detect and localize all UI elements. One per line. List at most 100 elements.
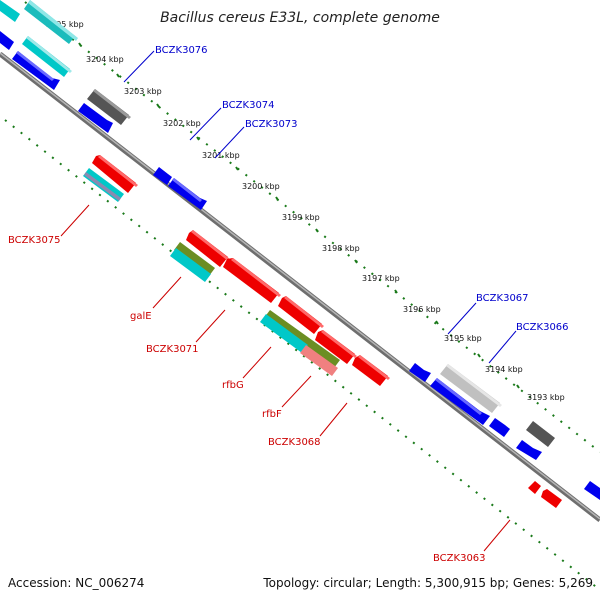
kbp-tick bbox=[394, 289, 398, 294]
callout-line bbox=[488, 330, 517, 364]
gene-feature[interactable] bbox=[300, 345, 338, 376]
kbp-labels: 3205 kbp 3204 kbp 3203 kbp 3202 kbp 3201… bbox=[46, 20, 565, 402]
gene-feature[interactable] bbox=[260, 314, 308, 353]
callout-line bbox=[123, 50, 155, 83]
gene-feature[interactable] bbox=[489, 418, 510, 437]
reverse-genes bbox=[83, 155, 562, 508]
kbp-tick bbox=[116, 73, 120, 78]
callout-line bbox=[242, 346, 272, 379]
gene-feature[interactable] bbox=[446, 364, 502, 407]
gene-feature[interactable] bbox=[541, 489, 562, 508]
gene-feature[interactable] bbox=[98, 155, 138, 187]
gene-label-bczk3073[interactable]: BCZK3073 bbox=[245, 119, 298, 130]
gene-feature[interactable] bbox=[24, 0, 75, 44]
gene-feature[interactable] bbox=[12, 51, 60, 90]
gene-label-bczk3068[interactable]: BCZK3068 bbox=[268, 437, 321, 448]
gene-feature[interactable] bbox=[223, 258, 279, 303]
gene-feature[interactable] bbox=[92, 155, 136, 193]
gene-feature[interactable] bbox=[358, 355, 390, 380]
gene-feature[interactable] bbox=[435, 378, 482, 415]
gene-label-bczk3066[interactable]: BCZK3066 bbox=[516, 322, 569, 333]
gene-feature[interactable] bbox=[191, 230, 230, 261]
gene-feature[interactable] bbox=[440, 364, 500, 413]
gene-feature[interactable] bbox=[78, 103, 113, 133]
gene-label-rfbf[interactable]: rfbF bbox=[262, 409, 282, 420]
forward-genes bbox=[0, 0, 600, 500]
kbp-label: 3200 kbp bbox=[242, 182, 280, 191]
gene-label-bczk3076[interactable]: BCZK3076 bbox=[155, 45, 208, 56]
kbp-label: 3202 kbp bbox=[163, 119, 201, 128]
reverse-label-group: BCZK3075 galE BCZK3071 rfbG rfbF BCZK306… bbox=[8, 235, 486, 564]
gene-label-bczk3075[interactable]: BCZK3075 bbox=[8, 235, 61, 246]
gene-feature[interactable] bbox=[168, 178, 207, 210]
gene-feature[interactable] bbox=[516, 440, 542, 460]
callout-line bbox=[319, 402, 348, 437]
gene-label-rfbg[interactable]: rfbG bbox=[222, 380, 244, 391]
gene-feature[interactable] bbox=[315, 330, 355, 364]
gene-feature[interactable] bbox=[526, 421, 555, 447]
kbp-tick bbox=[156, 103, 160, 108]
gene-label-bczk3074[interactable]: BCZK3074 bbox=[222, 100, 275, 111]
gene-label-bczk3071[interactable]: BCZK3071 bbox=[146, 344, 199, 355]
gene-feature[interactable] bbox=[174, 242, 215, 276]
map-title: Bacillus cereus E33L, complete genome bbox=[160, 10, 440, 26]
kbp-label: 3194 kbp bbox=[485, 365, 523, 374]
gene-label-gale[interactable]: galE bbox=[130, 311, 152, 322]
topology-text: Topology: circular; Length: 5,300,915 bp… bbox=[262, 576, 593, 590]
kbp-label: 3196 kbp bbox=[403, 305, 441, 314]
kbp-label: 3197 kbp bbox=[362, 274, 400, 283]
gene-feature[interactable] bbox=[584, 481, 600, 500]
callout-line bbox=[189, 107, 222, 141]
gene-feature[interactable] bbox=[278, 296, 322, 334]
outer-tick-ring bbox=[24, 1, 600, 453]
backbone bbox=[0, 52, 600, 522]
gene-feature[interactable] bbox=[430, 378, 490, 425]
kbp-label: 3201 kbp bbox=[202, 151, 240, 160]
kbp-tick bbox=[275, 196, 279, 201]
kbp-label: 3203 kbp bbox=[124, 87, 162, 96]
kbp-tick bbox=[78, 42, 82, 47]
kbp-tick bbox=[516, 384, 520, 389]
forward-callouts bbox=[123, 50, 517, 364]
gene-label-bczk3063[interactable]: BCZK3063 bbox=[433, 553, 486, 564]
gene-feature[interactable] bbox=[186, 230, 228, 267]
kbp-tick bbox=[477, 353, 481, 358]
callout-line bbox=[214, 126, 245, 159]
callout-line bbox=[447, 302, 477, 335]
gene-feature[interactable] bbox=[0, 0, 20, 22]
gene-feature[interactable] bbox=[264, 310, 340, 368]
kbp-tick bbox=[435, 320, 439, 325]
gene-feature[interactable] bbox=[0, 31, 14, 50]
gene-feature[interactable] bbox=[409, 363, 431, 382]
gene-feature[interactable] bbox=[153, 167, 172, 185]
kbp-label: 3204 kbp bbox=[86, 55, 124, 64]
kbp-label: 3193 kbp bbox=[527, 393, 565, 402]
gene-feature[interactable] bbox=[231, 258, 281, 297]
gene-feature[interactable] bbox=[28, 0, 78, 41]
kbp-tick bbox=[235, 166, 239, 171]
callout-line bbox=[483, 519, 511, 552]
gene-feature[interactable] bbox=[22, 36, 70, 77]
gene-label-bczk3067[interactable]: BCZK3067 bbox=[476, 293, 529, 304]
gene-feature[interactable] bbox=[93, 89, 131, 119]
gene-feature[interactable] bbox=[321, 330, 357, 358]
gene-feature[interactable] bbox=[528, 481, 541, 494]
gene-feature[interactable] bbox=[172, 178, 202, 202]
gene-feature[interactable] bbox=[84, 172, 121, 201]
gene-feature[interactable] bbox=[170, 248, 211, 282]
gene-feature[interactable] bbox=[26, 36, 72, 73]
gene-feature[interactable] bbox=[16, 51, 54, 81]
kbp-tick bbox=[315, 228, 319, 233]
kbp-tick bbox=[196, 136, 200, 141]
backbone-highlight bbox=[0, 52, 600, 520]
gene-feature[interactable] bbox=[352, 355, 388, 386]
gene-feature[interactable] bbox=[87, 89, 129, 125]
inner-tick-ring bbox=[4, 119, 600, 591]
gene-feature[interactable] bbox=[284, 296, 324, 328]
kbp-ticks bbox=[37, 10, 520, 389]
callout-line bbox=[60, 204, 90, 237]
callout-line bbox=[195, 309, 226, 343]
kbp-label: 3195 kbp bbox=[444, 334, 482, 343]
